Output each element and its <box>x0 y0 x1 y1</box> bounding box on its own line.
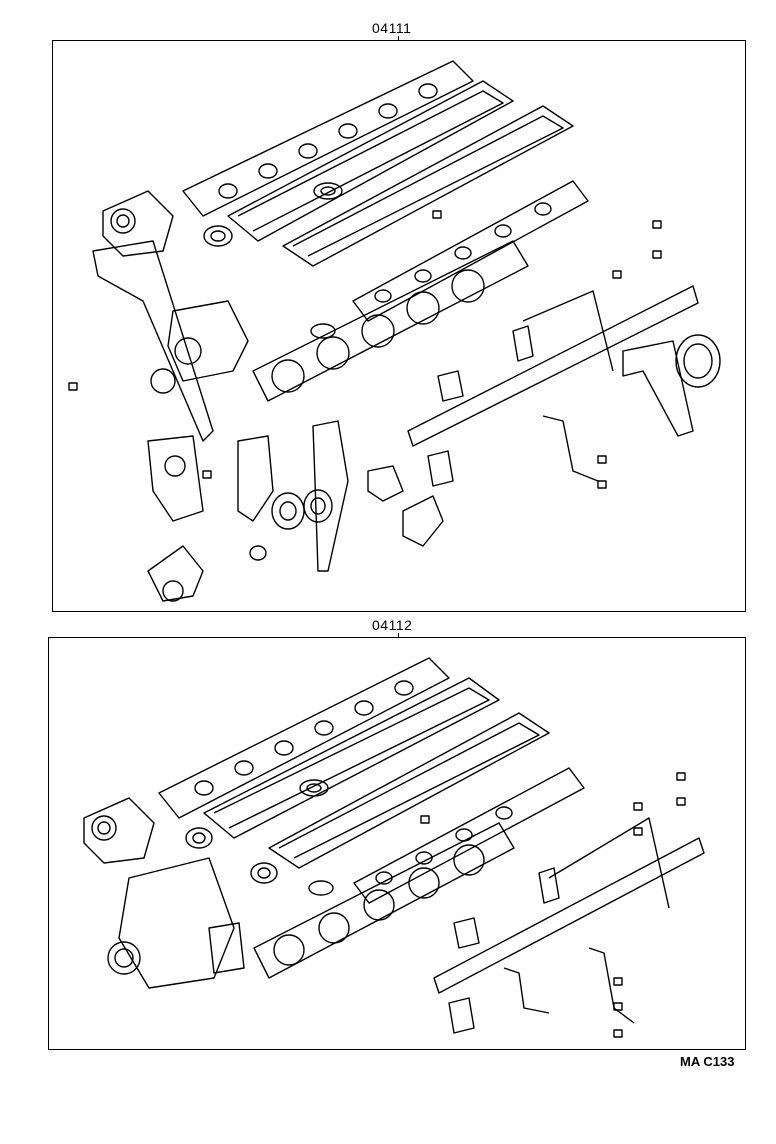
fuel-injector <box>448 867 560 1034</box>
small-gasket <box>237 420 444 572</box>
cam-cover-gasket-rear <box>282 105 574 267</box>
gasket-kit-panel-bottom <box>48 637 746 1050</box>
fuel-delivery-pipe <box>407 285 699 482</box>
leader-line-top <box>398 36 399 42</box>
fuel-delivery-pipe <box>433 817 705 1024</box>
cylinder-head-gasket <box>253 822 515 979</box>
thermostat-housing <box>83 797 155 864</box>
nut <box>68 210 662 489</box>
exhaust-manifold-gasket <box>182 60 474 217</box>
kit-part-number-top: 04111 <box>372 20 412 36</box>
throttle-body-assembly <box>107 857 245 989</box>
cam-cover-gasket-front <box>203 677 500 839</box>
gasket-kit-drawing-top <box>68 60 721 602</box>
timing-cover-gasket <box>92 240 214 442</box>
gasket-kit-drawing-bottom <box>83 657 705 1038</box>
kit-part-number-bottom: 04112 <box>372 617 413 633</box>
cam-cover-gasket-rear <box>268 712 550 869</box>
gasket-kit-panel-top <box>52 40 746 612</box>
leader-line-bottom <box>398 633 399 639</box>
water-outlet <box>147 545 204 602</box>
intake-manifold-gasket <box>353 767 585 904</box>
throttle-body-assembly <box>150 300 249 394</box>
fuel-injector <box>427 325 534 487</box>
cylinder-head-gasket <box>252 240 529 402</box>
water-pump-gasket <box>147 435 204 522</box>
oil-seal <box>203 182 721 561</box>
diagram-reference-code: MA C133 <box>680 1054 735 1069</box>
thermostat-housing <box>102 190 174 257</box>
intake-manifold-gasket <box>352 180 589 322</box>
cam-cover-gasket-front <box>227 80 514 242</box>
nut <box>420 772 686 1038</box>
oil-seal <box>185 779 334 896</box>
rear-timing-cover-gasket <box>622 340 694 437</box>
exhaust-manifold-gasket <box>158 657 450 819</box>
